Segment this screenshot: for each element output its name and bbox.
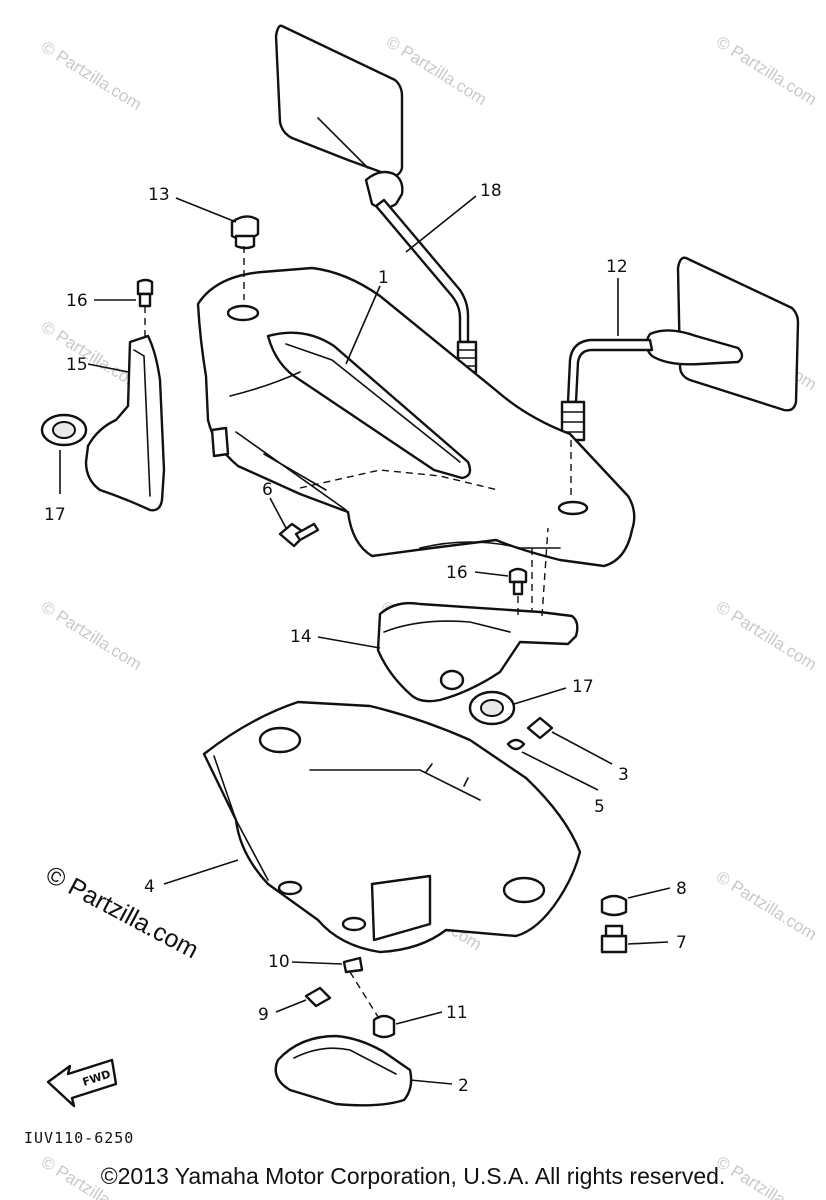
callout-18: 18 xyxy=(480,181,502,201)
callout-11: 11 xyxy=(446,1003,468,1023)
left-mirror-part xyxy=(274,24,478,374)
callout-4: 4 xyxy=(144,877,155,897)
watermark: © Partzilla.com xyxy=(713,867,820,944)
small-fasteners xyxy=(304,716,628,1039)
watermark: © Partzilla.com xyxy=(713,32,820,109)
callout-8: 8 xyxy=(676,879,687,899)
callout-10: 10 xyxy=(268,952,290,972)
callout-5: 5 xyxy=(594,797,605,817)
featured-watermark: © Partzilla.com xyxy=(41,861,203,965)
callout-16-lower: 16 xyxy=(446,563,468,583)
upper-handlebar-cover-part xyxy=(196,266,636,568)
copyright-notice: ©2013 Yamaha Motor Corporation, U.S.A. A… xyxy=(100,1163,726,1189)
callout-13: 13 xyxy=(148,185,170,205)
meter-housing-part xyxy=(274,1034,413,1107)
callout-numbers: 1 2 3 4 5 6 7 8 9 10 11 12 13 14 15 16 1… xyxy=(44,181,687,1096)
callout-2: 2 xyxy=(458,1076,469,1096)
callout-17-right: 17 xyxy=(572,677,594,697)
callout-6: 6 xyxy=(262,480,273,500)
callout-9: 9 xyxy=(258,1005,269,1025)
cap-screws xyxy=(136,215,528,596)
callout-16-upper: 16 xyxy=(66,291,88,311)
leader-lines xyxy=(59,195,671,1085)
callout-1: 1 xyxy=(378,268,389,288)
lower-handlebar-cover-part xyxy=(202,700,582,954)
screw-6-part xyxy=(278,522,320,548)
callout-17-left: 17 xyxy=(44,505,66,525)
right-mirror-part xyxy=(560,256,800,442)
callout-3: 3 xyxy=(618,765,629,785)
diagram-code: IUV110-6250 xyxy=(24,1129,134,1147)
watermark: © Partzilla.com xyxy=(38,37,145,114)
callout-15: 15 xyxy=(66,355,88,375)
right-cover-part xyxy=(376,601,579,726)
callout-12: 12 xyxy=(606,257,628,277)
callout-7: 7 xyxy=(676,933,687,953)
watermark: © Partzilla.com xyxy=(713,597,820,674)
fwd-arrow-icon: FWD xyxy=(46,1058,118,1108)
left-cover-part xyxy=(40,334,166,512)
watermark: © Partzilla.com xyxy=(38,597,145,674)
callout-14: 14 xyxy=(290,627,312,647)
